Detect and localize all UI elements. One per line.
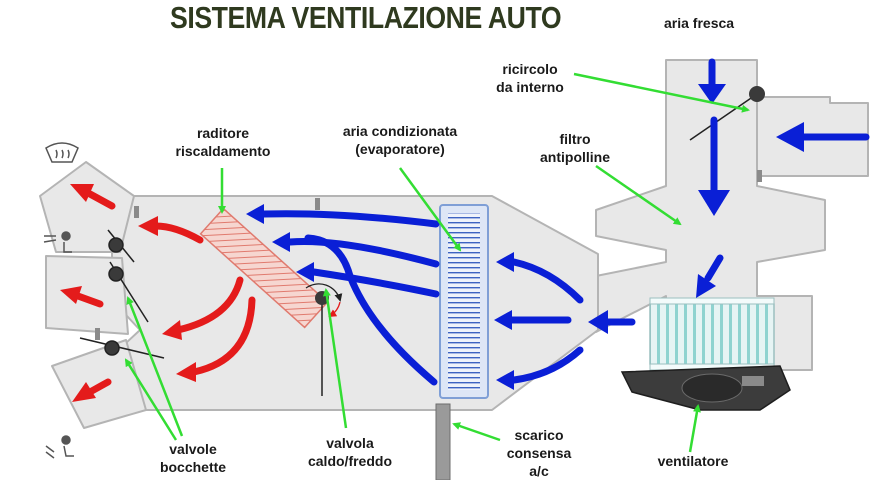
label-valvola: valvola caldo/freddo xyxy=(307,435,392,469)
outlet-valves xyxy=(79,229,165,359)
outlet-face xyxy=(45,255,129,335)
label-raditore: raditore riscaldamento xyxy=(175,125,271,159)
label-scarico: scarico consensa a/c xyxy=(506,427,572,479)
label-valvole: valvole bocchette xyxy=(159,441,227,475)
condensate-drain xyxy=(435,403,451,480)
outlet-defrost xyxy=(39,161,135,253)
label-aria-condizionata: aria condizionata (evaporatore) xyxy=(342,123,458,157)
label-pointers xyxy=(124,72,750,453)
hot-air-arrowheads xyxy=(60,184,196,402)
label-ventilatore: ventilatore xyxy=(657,453,729,469)
heater-core xyxy=(199,207,329,329)
diagram-title: SISTEMA VENTILAZIONE AUTO xyxy=(170,0,562,35)
valve-pivot xyxy=(104,340,120,356)
face-vent-icon xyxy=(43,231,72,253)
blower-motor xyxy=(620,365,791,411)
label-aria-fresca: aria fresca xyxy=(664,15,735,31)
recirculation-flap xyxy=(689,86,765,141)
duct-notches xyxy=(95,170,762,340)
cold-air-arrows xyxy=(260,58,870,386)
hot-air-arrows xyxy=(74,190,256,396)
cold-air-arrowheads xyxy=(246,84,804,390)
blower-fan xyxy=(649,297,775,371)
foot-vent-icon xyxy=(45,435,74,459)
valve-pivot xyxy=(108,237,124,253)
label-ricircolo: ricircolo da interno xyxy=(496,61,564,95)
defrost-icon xyxy=(45,142,79,163)
evaporator xyxy=(439,204,489,399)
valve-pivot xyxy=(108,266,124,282)
label-filtro: filtro antipolline xyxy=(540,131,610,165)
